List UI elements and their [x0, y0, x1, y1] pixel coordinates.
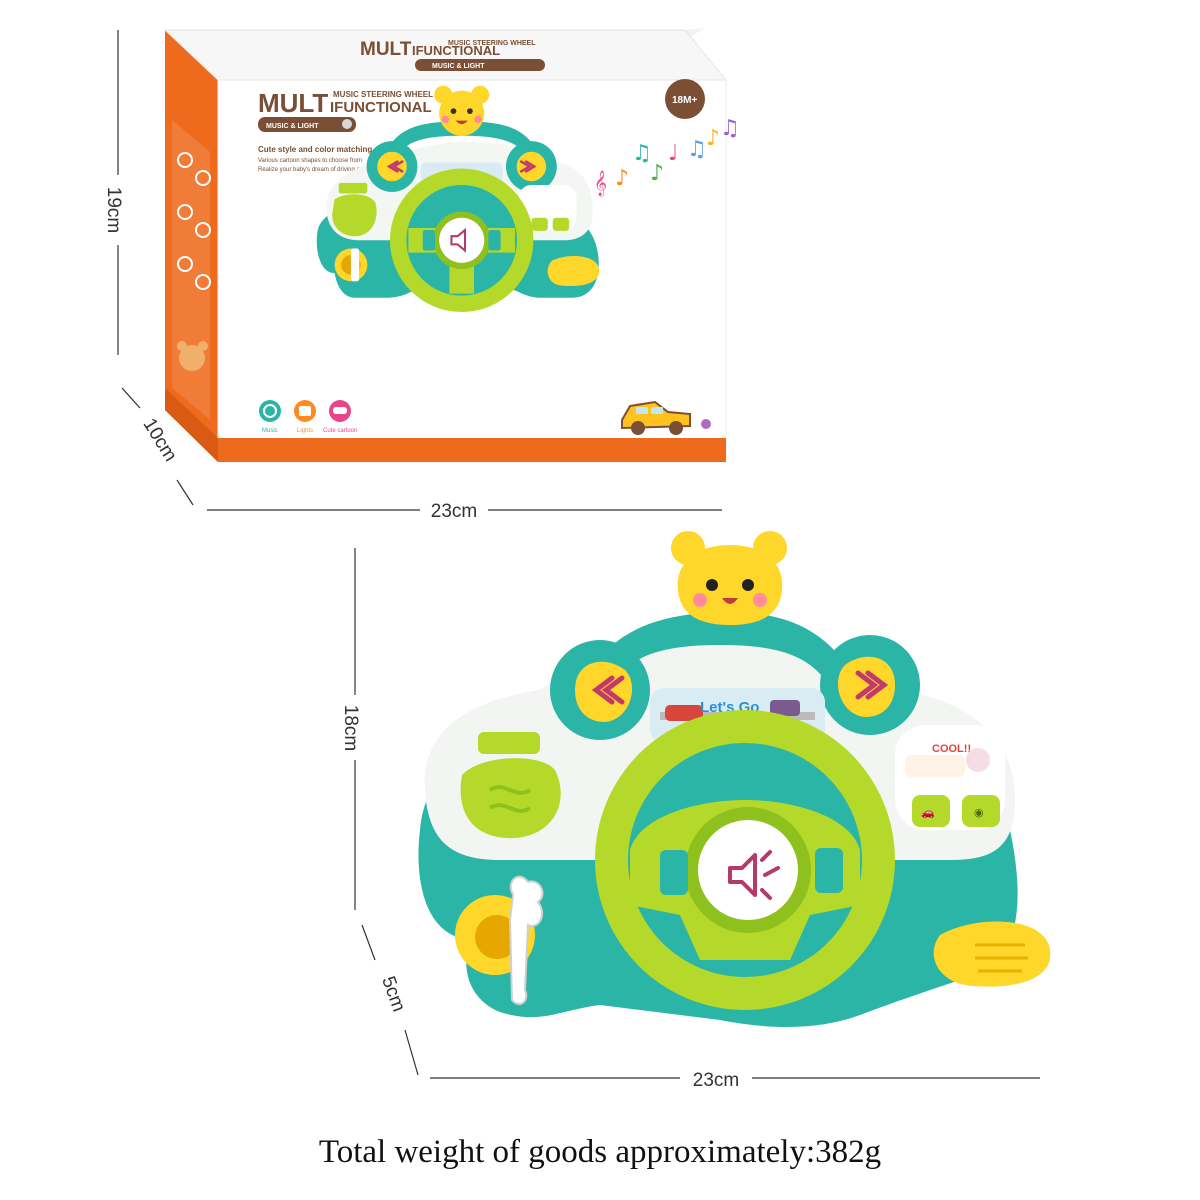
box-top-flap	[163, 29, 728, 81]
box-height-label: 19cm	[103, 187, 124, 233]
front-tagline: Cute style and color matching	[258, 145, 372, 154]
left-arrow-button	[575, 661, 633, 722]
front-small-line: MUSIC STEERING WHEEL	[333, 90, 433, 99]
svg-text:MUSIC & LIGHT: MUSIC & LIGHT	[266, 123, 319, 130]
ignition-key	[455, 875, 544, 1006]
box-bottom-band	[218, 438, 726, 462]
box-width-label: 23cm	[431, 501, 477, 522]
right-arrow-button	[837, 656, 895, 717]
horn-speaker-icon	[728, 850, 780, 900]
flap-brand-big: MULT	[360, 39, 412, 60]
flap-brand-rest: IFUNCTIONAL	[412, 43, 500, 58]
front-pill	[258, 117, 356, 132]
svg-text:♩: ♩	[668, 141, 678, 166]
flap-small-line: MUSIC STEERING WHEEL	[448, 40, 536, 47]
box-feature-icons: Music Lights Cute cartoon	[259, 400, 357, 434]
svg-text:Lights: Lights	[297, 428, 313, 434]
horn-icon: ◉	[974, 806, 984, 819]
svg-text:Music: Music	[262, 428, 278, 434]
left-lime-button	[460, 732, 561, 839]
front-brand-rest: IFUNCTIONAL	[330, 99, 432, 116]
age-badge	[665, 79, 705, 119]
svg-text:♫: ♫	[687, 137, 707, 162]
toy-width-label: 23cm	[693, 1070, 739, 1091]
weight-caption: Total weight of goods approximately:382g	[318, 1134, 882, 1170]
svg-text:♪: ♪	[615, 166, 629, 191]
music-notes-icon: 𝄞 ♪ ♫ ♪ ♩ ♫ ♪ ♫	[594, 116, 740, 196]
toy-depth-label: 5cm	[377, 974, 409, 1015]
svg-text:18M+: 18M+	[672, 95, 697, 106]
svg-text:♪: ♪	[706, 126, 720, 151]
svg-text:♫: ♫	[720, 116, 740, 141]
bear-head-icon	[671, 531, 787, 625]
badge-text: COOL!!	[932, 743, 971, 755]
svg-text:Cute cartoon: Cute cartoon	[323, 428, 357, 434]
car-icon: 🚗	[921, 806, 935, 819]
front-sub2: Realize your baby's dream of driving a c…	[258, 167, 370, 173]
product-box: MULT IFUNCTIONAL MUSIC STEERING WHEEL MU…	[163, 28, 740, 463]
right-button-panel: COOL!! 🚗 ◉	[895, 725, 1005, 830]
svg-text:𝄞: 𝄞	[594, 170, 607, 196]
side-bear-icon	[179, 345, 205, 371]
flap-pill: MUSIC & LIGHT	[432, 63, 485, 70]
svg-text:♫: ♫	[632, 141, 652, 166]
toy-arch	[575, 611, 865, 705]
dimension-lines	[117, 30, 1040, 1079]
toy-pedal	[933, 921, 1051, 987]
toy-height-label: 18cm	[340, 705, 361, 751]
steering-wheel-toy: Let's Go COOL!! 🚗 ◉	[418, 531, 1051, 1027]
box-depth-label: 10cm	[138, 415, 180, 466]
steering-wheel	[595, 710, 895, 1010]
front-sub1: Various cartoon shapes to choose from	[258, 158, 362, 164]
box-car-icon	[621, 400, 711, 435]
box-side-panel	[165, 30, 218, 462]
front-brand-big: MULT	[258, 88, 328, 118]
svg-text:♪: ♪	[650, 161, 664, 186]
